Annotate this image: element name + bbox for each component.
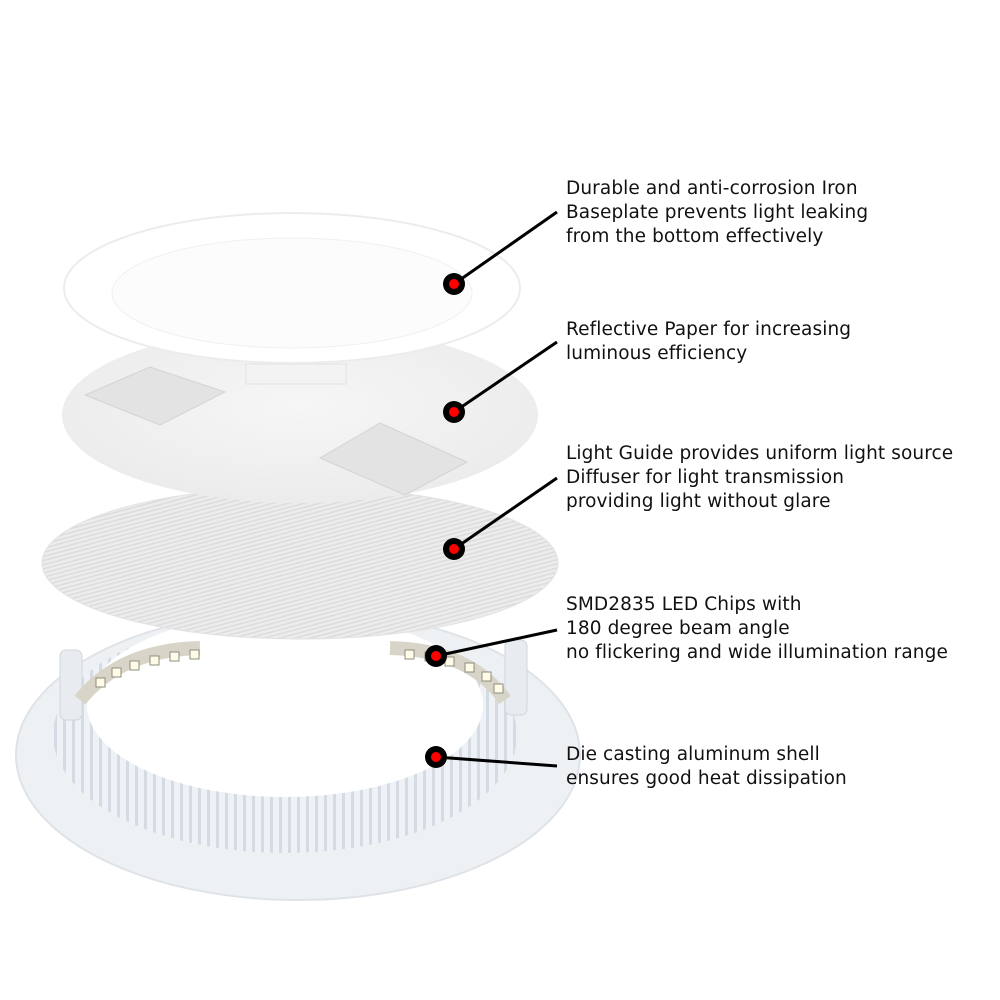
callout-light-guide: Light Guide provides uniform light sourc… [566, 442, 953, 514]
light-guide-layer [41, 486, 559, 640]
callout-baseplate: Durable and anti-corrosion Iron Baseplat… [566, 177, 868, 249]
aluminum-shell-layer [15, 609, 581, 901]
callout-line: SMD2835 LED Chips with [566, 594, 802, 615]
callout-line: Diffuser for light transmission [566, 467, 845, 488]
callout-line: 180 degree beam angle [566, 618, 790, 639]
callout-markers [425, 273, 465, 768]
marker-dot-icon [443, 273, 465, 295]
marker-dot-icon [425, 645, 447, 667]
marker-dot-icon [443, 538, 465, 560]
callout-line: Baseplate prevents light leaking [566, 202, 869, 223]
callout-leaders [435, 210, 558, 768]
callout-line: no flickering and wide illumination rang… [566, 642, 948, 663]
callout-led-chips: SMD2835 LED Chips with 180 degree beam a… [566, 593, 948, 665]
callout-line: Light Guide provides uniform light sourc… [566, 443, 954, 464]
callout-line: Durable and anti-corrosion Iron [566, 178, 858, 199]
baseplate-layer [63, 212, 521, 364]
marker-dot-icon [443, 401, 465, 423]
callout-reflective-paper: Reflective Paper for increasing luminous… [566, 318, 851, 366]
callout-aluminum-shell: Die casting aluminum shell ensures good … [566, 743, 847, 791]
reflective-paper-layer [62, 327, 538, 503]
callout-line: luminous efficiency [566, 343, 748, 364]
callout-line: from the bottom effectively [566, 226, 824, 247]
callout-line: Die casting aluminum shell [566, 744, 820, 765]
marker-dot-icon [425, 746, 447, 768]
callout-line: providing light without glare [566, 491, 831, 512]
callout-line: ensures good heat dissipation [566, 768, 847, 789]
callout-line: Reflective Paper for increasing [566, 319, 852, 340]
